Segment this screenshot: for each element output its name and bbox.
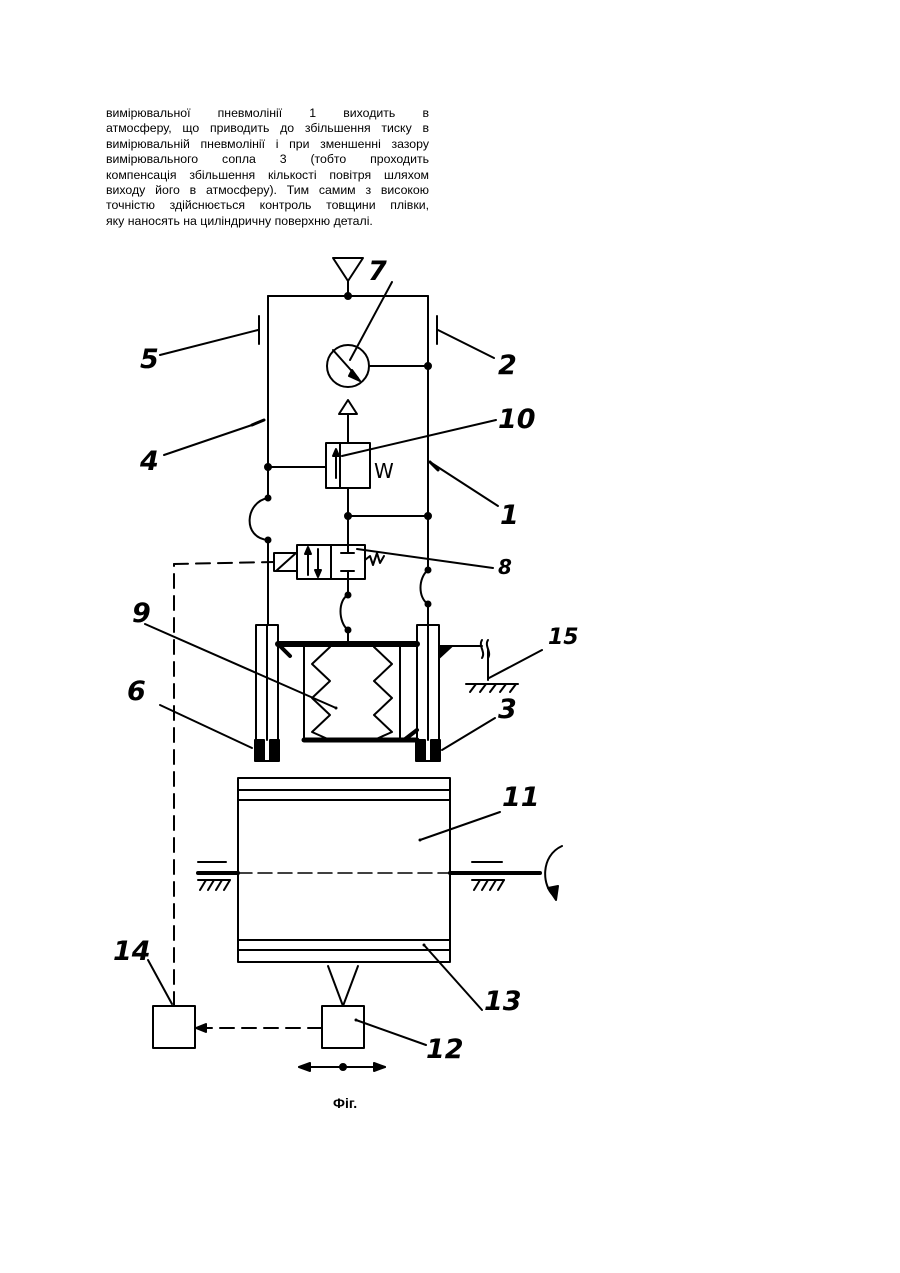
bellows-9 bbox=[312, 647, 330, 740]
label-15: 15 bbox=[548, 625, 579, 650]
label-7: 7 bbox=[368, 256, 387, 287]
label-6: 6 bbox=[127, 676, 146, 707]
label-9: 9 bbox=[132, 598, 151, 629]
valve-spring-letter: W bbox=[374, 459, 394, 483]
label-8: 8 bbox=[498, 555, 512, 579]
label-2: 2 bbox=[498, 350, 517, 381]
exhaust-symbol bbox=[339, 400, 357, 414]
label-1: 1 bbox=[500, 500, 519, 531]
label-3: 3 bbox=[498, 694, 517, 725]
figure-caption: Фіг. bbox=[333, 1095, 357, 1111]
label-13: 13 bbox=[484, 986, 522, 1017]
valve-10 bbox=[326, 443, 370, 488]
label-11: 11 bbox=[502, 782, 540, 813]
flex-hose-left bbox=[250, 498, 268, 540]
label-12: 12 bbox=[426, 1034, 464, 1065]
flex-hose-right bbox=[421, 570, 429, 604]
label-14: 14 bbox=[113, 936, 151, 967]
sensor-12 bbox=[322, 1006, 364, 1048]
label-5: 5 bbox=[140, 344, 159, 375]
label-4: 4 bbox=[139, 446, 159, 477]
cylindrical-part bbox=[238, 778, 450, 962]
air-supply-symbol bbox=[333, 258, 363, 281]
label-10: 10 bbox=[498, 404, 536, 435]
control-unit-14 bbox=[153, 1006, 195, 1048]
flex-hose-middle bbox=[341, 595, 349, 630]
